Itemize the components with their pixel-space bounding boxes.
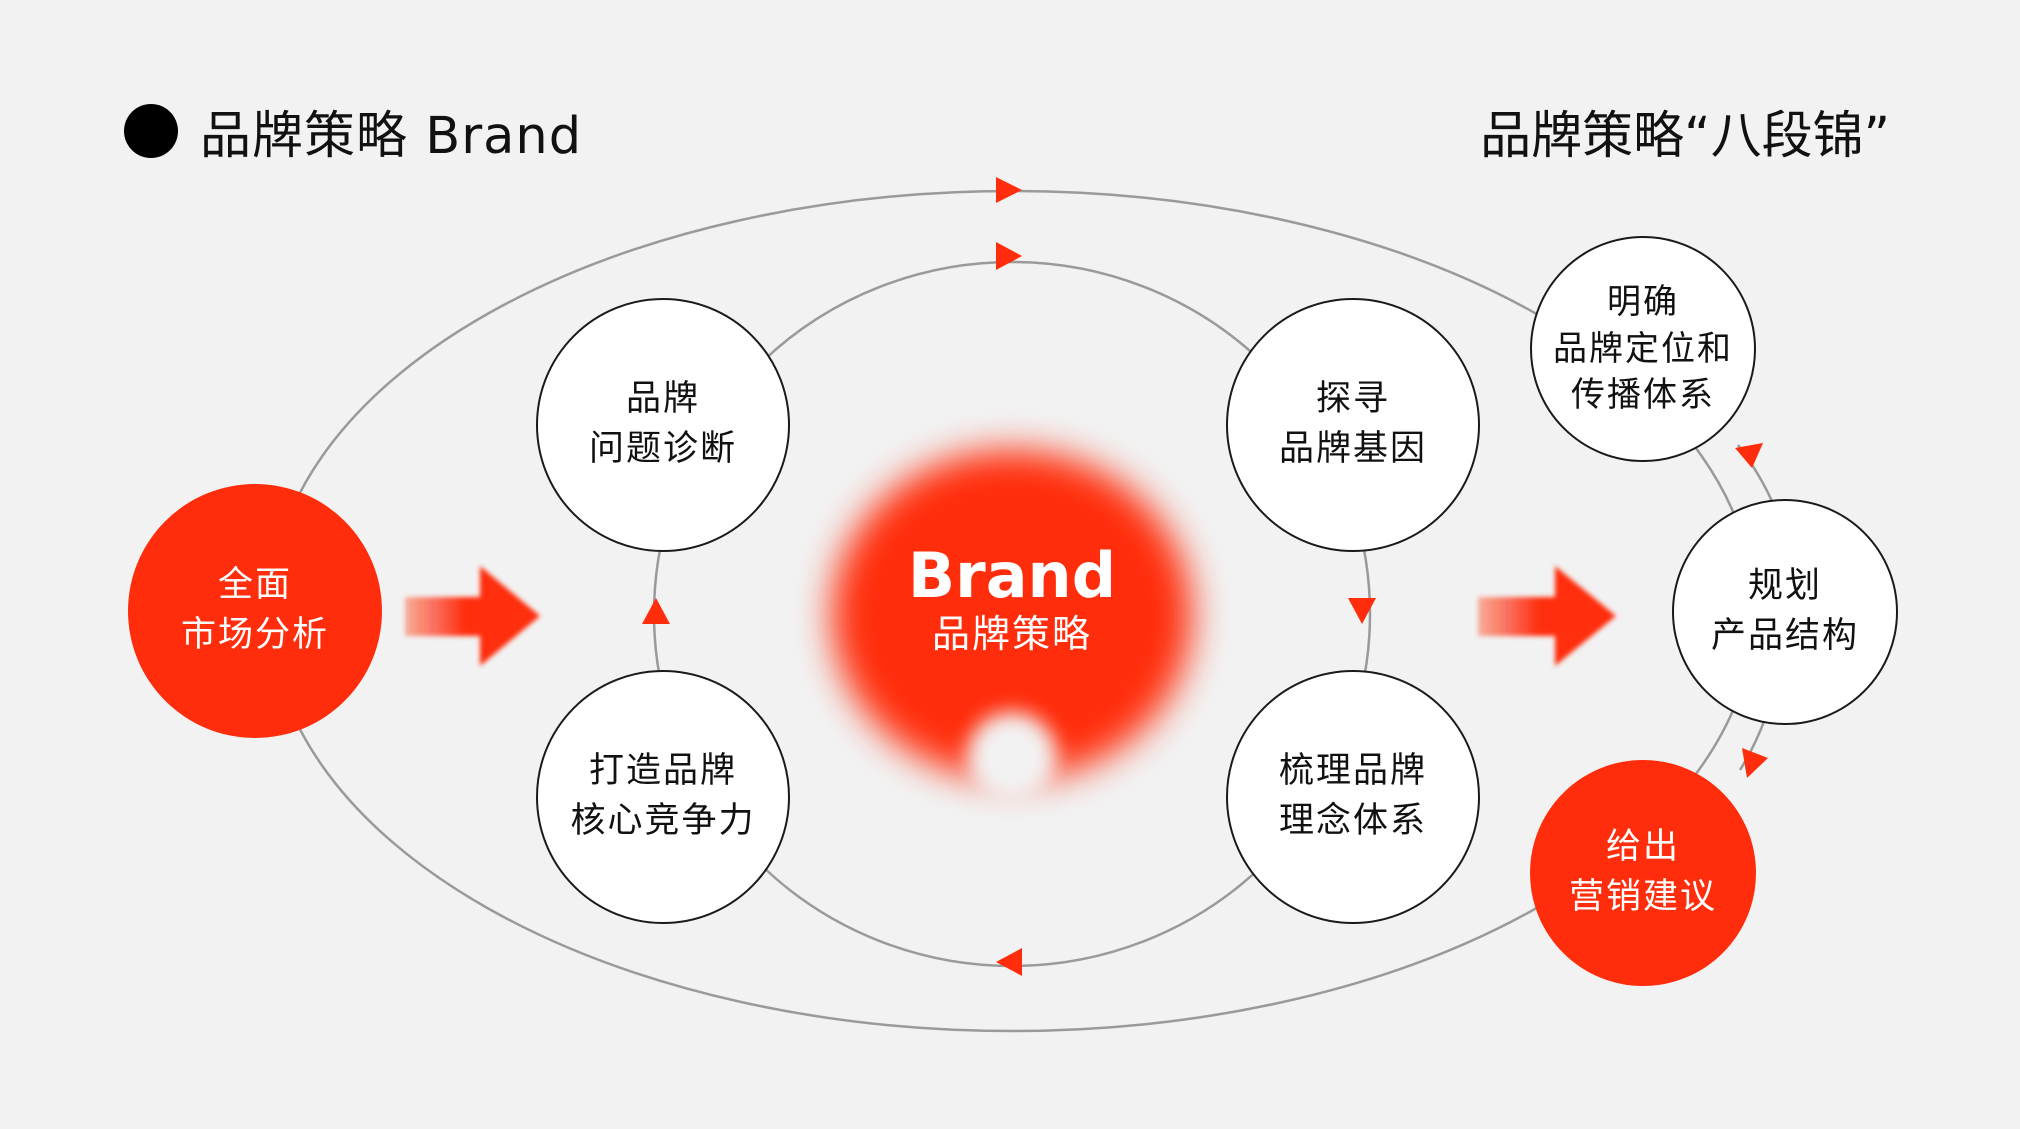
arrow-chain-top-icon xyxy=(1735,443,1763,468)
arrow-inner-top-icon xyxy=(996,242,1022,270)
center-label: Brand 品牌策略 xyxy=(832,436,1192,766)
node-line: 全面 xyxy=(217,565,292,606)
arrow-outer-top-icon xyxy=(996,177,1022,203)
node-line: 明确 xyxy=(1607,281,1679,322)
node-line: 给出 xyxy=(1605,827,1680,868)
big-arrow-right-icon xyxy=(1478,566,1616,666)
bullet-dot-icon xyxy=(124,104,178,158)
node-line: 传播体系 xyxy=(1571,375,1715,416)
node-line: 市场分析 xyxy=(180,615,329,655)
node-line: 问题诊断 xyxy=(588,429,737,469)
center-title: Brand xyxy=(907,539,1117,613)
center-blob-notch xyxy=(967,712,1057,802)
node-line: 梳理品牌 xyxy=(1278,751,1427,792)
node-positioning: 明确 品牌定位和 传播体系 xyxy=(1530,236,1756,462)
center-brand: Brand 品牌策略 xyxy=(832,450,1192,802)
big-arrow-left-icon xyxy=(405,566,540,666)
page-subtitle: 品牌策略“八段锦” xyxy=(1480,107,1890,166)
arrow-inner-right-down-icon xyxy=(1348,598,1376,624)
page-title: 品牌策略 Brand xyxy=(200,107,583,166)
node-line: 探寻 xyxy=(1315,379,1390,420)
node-line: 理念体系 xyxy=(1278,801,1427,841)
node-line: 品牌 xyxy=(625,379,700,420)
node-brand-gene: 探寻 品牌基因 xyxy=(1226,298,1480,552)
center-subtitle: 品牌策略 xyxy=(931,612,1092,657)
arrow-chain-bottom-icon xyxy=(1742,748,1768,778)
node-line: 品牌定位和 xyxy=(1553,328,1733,369)
node-core-competence: 打造品牌 核心竞争力 xyxy=(536,670,790,924)
node-line: 产品结构 xyxy=(1710,616,1859,656)
node-line: 核心竞争力 xyxy=(570,801,756,841)
node-brand-diagnosis: 品牌 问题诊断 xyxy=(536,298,790,552)
node-product-structure: 规划 产品结构 xyxy=(1672,499,1898,725)
node-line: 规划 xyxy=(1747,566,1822,607)
node-market-analysis: 全面 市场分析 xyxy=(128,484,382,738)
node-line: 品牌基因 xyxy=(1278,429,1427,469)
node-marketing-advice: 给出 营销建议 xyxy=(1530,760,1756,986)
node-line: 打造品牌 xyxy=(588,751,737,792)
header-left: 品牌策略 Brand xyxy=(124,96,582,166)
node-brand-concept: 梳理品牌 理念体系 xyxy=(1226,670,1480,924)
node-line: 营销建议 xyxy=(1568,877,1717,917)
arrow-inner-left-up-icon xyxy=(642,598,670,624)
arrow-inner-bottom-icon xyxy=(996,948,1022,976)
